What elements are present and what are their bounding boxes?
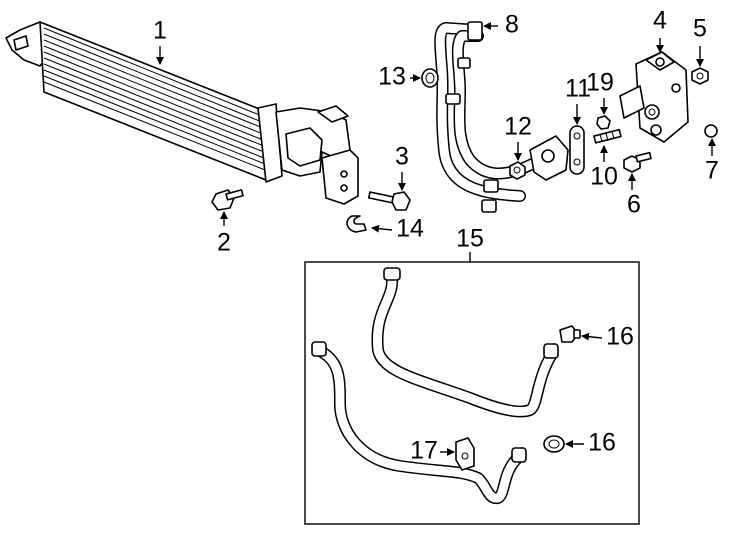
detail-box-15 xyxy=(304,261,640,525)
bolt-part-2[interactable] xyxy=(211,189,244,211)
cap-part-7[interactable] xyxy=(704,124,718,138)
callout-10: 10 xyxy=(590,163,618,191)
clip-part-14[interactable] xyxy=(346,215,367,233)
transmission-oil-cooler[interactable] xyxy=(5,21,359,205)
callout-labels: 1 2 3 14 8 13 12 11 19 10 4 5 7 6 15 16 … xyxy=(153,7,719,465)
callout-19: 19 xyxy=(586,69,614,97)
nut-part-5[interactable] xyxy=(691,67,709,85)
cooler-hose-lines[interactable] xyxy=(434,21,569,213)
stud-part-10[interactable] xyxy=(593,128,622,144)
callout-16-upper: 16 xyxy=(606,323,634,351)
hose-lower-part-15[interactable] xyxy=(311,341,527,505)
oil-cooler-part-4[interactable] xyxy=(619,51,689,143)
callout-17: 17 xyxy=(410,437,438,465)
callout-6: 6 xyxy=(627,191,641,219)
callout-11: 11 xyxy=(565,75,591,103)
callout-5: 5 xyxy=(693,15,707,43)
callout-1: 1 xyxy=(153,17,167,45)
seal-part-13[interactable] xyxy=(421,68,439,88)
fitting-part-16-upper[interactable] xyxy=(559,325,581,343)
nut-part-12[interactable] xyxy=(509,161,526,180)
callout-4: 4 xyxy=(653,7,667,35)
callout-13: 13 xyxy=(378,63,406,91)
callout-7: 7 xyxy=(705,157,719,185)
cooler-fins xyxy=(43,27,266,171)
gasket-part-11[interactable] xyxy=(569,125,585,175)
callout-3: 3 xyxy=(395,143,409,171)
bracket-part-17[interactable] xyxy=(455,437,475,471)
callout-15: 15 xyxy=(456,225,484,253)
callout-12: 12 xyxy=(504,113,532,141)
clamp-part-16-lower[interactable] xyxy=(543,435,565,453)
hose-upper-part-15[interactable] xyxy=(371,267,559,418)
callout-16-lower: 16 xyxy=(588,429,616,457)
leader-lines xyxy=(156,22,716,456)
bolt-part-6[interactable] xyxy=(623,151,652,173)
nut-part-19[interactable] xyxy=(596,115,611,130)
callout-8: 8 xyxy=(505,11,519,39)
callout-2: 2 xyxy=(217,229,231,257)
bolt-part-3[interactable] xyxy=(367,191,411,211)
callout-14: 14 xyxy=(396,215,424,243)
